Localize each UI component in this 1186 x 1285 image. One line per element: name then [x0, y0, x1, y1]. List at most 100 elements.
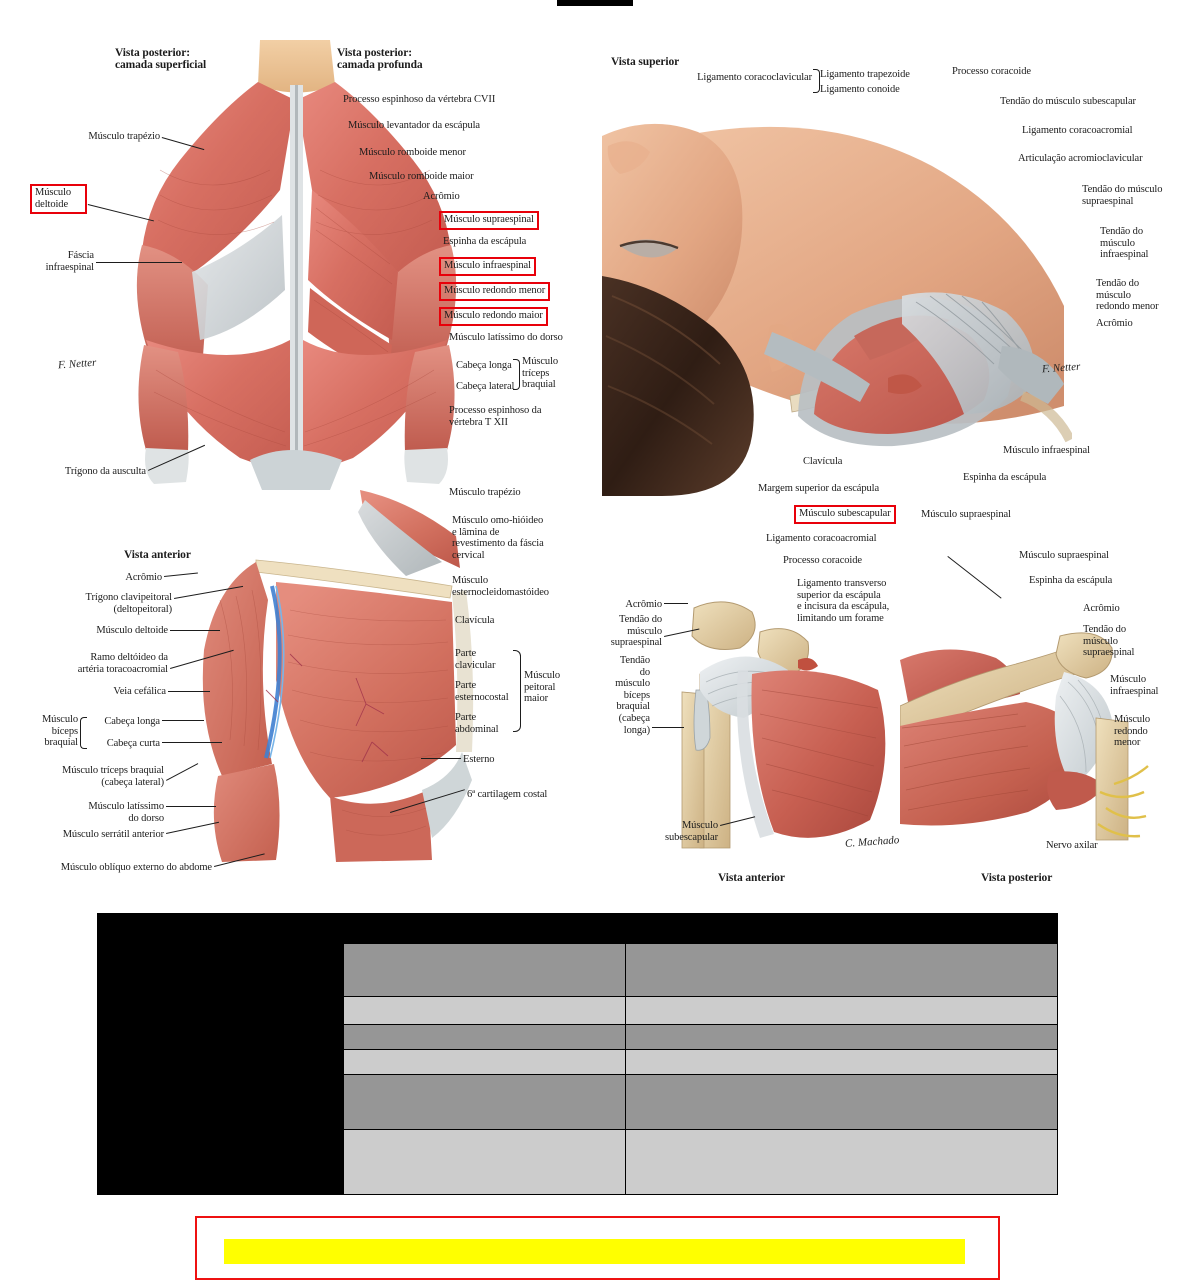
- leader-line: [664, 603, 688, 604]
- label-tendao-supraespinal-scapula-anterior: Tendão do músculo supraespinal: [610, 614, 662, 649]
- label-processo-espinhoso-txii: Processo espinhoso da vértebra T XII: [449, 405, 542, 428]
- label-musculo-triceps-braquial-posterior: Músculo tríceps braquial: [522, 356, 559, 391]
- label-tendao-musculo-redondo-menor-superior: Tendão do músculo redondo menor: [1096, 278, 1159, 313]
- label-veia-cefalica: Veia cefálica: [113, 686, 166, 697]
- top-redaction-bar: [557, 0, 633, 6]
- table-cell: [625, 1129, 1058, 1195]
- label-musculo-deltoide-anterior: Músculo deltoide: [96, 625, 168, 636]
- brace-coracoclavicular: [813, 69, 820, 93]
- label-ligamento-transverso-superior-escapula: Ligamento transverso superior da escápul…: [797, 578, 890, 624]
- table-row: [97, 1049, 1058, 1075]
- label-cabeca-lateral-posterior: Cabeça lateral: [456, 381, 515, 392]
- label-musculo-infraespinal-posterior: Músculo infraespinal: [439, 257, 536, 276]
- label-musculo-obliquo-externo-abdome: Músculo oblíquo externo do abdome: [60, 862, 212, 873]
- brace-biceps-anterior: [80, 717, 87, 749]
- label-musculo-subescapular-superior: Músculo subescapular: [794, 505, 896, 524]
- label-musculo-redondo-menor-posterior: Músculo redondo menor: [439, 282, 551, 301]
- table-row: [97, 1074, 1058, 1130]
- label-espinha-da-escapula-posterior: Espinha da escápula: [443, 236, 527, 247]
- label-articulacao-acromioclavicular: Articulação acromioclavicular: [1018, 153, 1143, 164]
- label-esterno: Esterno: [463, 754, 495, 765]
- label-parte-clavicular: Parte clavicular: [455, 648, 496, 671]
- label-acromio-superior: Acrômio: [1096, 318, 1133, 329]
- plate-anterior-title: Vista anterior: [124, 549, 191, 561]
- table-cell: [343, 1024, 626, 1050]
- label-tendao-musculo-infraespinal-superior: Tendão do músculo infraespinal: [1100, 226, 1149, 261]
- table-cell: [97, 1074, 344, 1130]
- label-musculo-supraespinal-scapula-posterior: Músculo supraespinal: [1019, 550, 1109, 561]
- table-cell: [625, 913, 1058, 944]
- leader-line: [96, 262, 182, 263]
- table-cell: [97, 1129, 344, 1195]
- label-musculo-deltoide-posterior: Músculo deltoide: [30, 184, 87, 215]
- anterior-chest-illustration: [160, 490, 490, 865]
- label-espinha-escapula-scapula-posterior: Espinha da escápula: [1029, 575, 1113, 586]
- label-musculo-omo-hioideo: Músculo omo-hióideo e lâmina de revestim…: [452, 515, 544, 561]
- table-cell: [625, 1074, 1058, 1130]
- label-musculo-supraespinal-superior: Músculo supraespinal: [921, 509, 1011, 520]
- leader-line: [166, 806, 216, 807]
- label-musculo-esternocleidomastoideo: Músculo esternocleidomastóideo: [452, 575, 549, 598]
- leader-line: [168, 691, 210, 692]
- label-parte-esternocostal: Parte esternocostal: [455, 680, 509, 703]
- caption-vista-anterior-scapula: Vista anterior: [718, 872, 785, 884]
- netter-signature-posterior: F. Netter: [57, 356, 97, 372]
- table-cell: [97, 1049, 344, 1075]
- label-processo-coracoide-superior: Processo coracoide: [952, 66, 1031, 77]
- label-nervo-axilar: Nervo axilar: [1046, 840, 1098, 851]
- label-musculo-romboide-menor: Músculo romboide menor: [359, 147, 466, 158]
- label-musculo-subescapular-scapula: Músculo subescapular: [664, 820, 718, 843]
- label-acromio-anterior: Acrômio: [125, 572, 162, 583]
- label-ligamento-trapezoide: Ligamento trapezoide: [820, 69, 910, 80]
- plate-superior-title: Vista superior: [611, 56, 680, 68]
- label-clavicula-superior: Clavícula: [803, 456, 843, 467]
- table-cell: [625, 1024, 1058, 1050]
- label-margem-superior-escapula: Margem superior da escápula: [758, 483, 880, 494]
- label-acromio-posterior: Acrômio: [423, 191, 460, 202]
- table-row: [97, 913, 1058, 944]
- brace-peitoral-maior: [513, 650, 521, 732]
- table-cell: [97, 996, 344, 1025]
- plate-posterior-title-deep: Vista posterior: camada profunda: [337, 47, 423, 71]
- label-clavicula-anterior: Clavícula: [455, 615, 495, 626]
- brace-triceps-posterior: [513, 359, 520, 390]
- table-cell: [343, 913, 626, 944]
- label-acromio-scapula-posterior: Acrômio: [1083, 603, 1120, 614]
- label-parte-abdominal: Parte abdominal: [455, 712, 499, 735]
- label-processo-coracoide-scapula: Processo coracoide: [783, 555, 862, 566]
- label-musculo-trapezio-anterior: Músculo trapézio: [449, 487, 521, 498]
- table-body: [97, 913, 1058, 1195]
- muscle-summary-table: [97, 913, 1058, 1195]
- table-cell: [97, 943, 344, 997]
- label-processo-espinhoso-cvii: Processo espinhoso da vértebra CVII: [343, 94, 496, 105]
- label-musculo-latissimo-anterior: Músculo latíssimo do dorso: [88, 801, 164, 824]
- label-tendao-musculo-subescapular: Tendão do músculo subescapular: [1000, 96, 1136, 107]
- label-trigono-da-ausculta: Trígono da ausculta: [64, 466, 146, 477]
- table-cell: [625, 943, 1058, 997]
- leader-line: [162, 742, 222, 743]
- leader-line: [170, 630, 220, 631]
- table-cell: [343, 996, 626, 1025]
- label-espinha-da-escapula-superior: Espinha da escápula: [963, 472, 1047, 483]
- leader-line: [421, 758, 461, 759]
- label-acromio-scapula-anterior: Acrômio: [625, 599, 662, 610]
- table-cell: [625, 1049, 1058, 1075]
- label-musculo-biceps-braquial-anterior: Músculo bíceps braquial: [41, 714, 78, 749]
- label-cabeca-longa-anterior: Cabeça longa: [104, 716, 160, 727]
- table-cell: [343, 1049, 626, 1075]
- leader-line: [162, 720, 204, 721]
- label-musculo-redondo-maior-posterior: Músculo redondo maior: [439, 307, 548, 326]
- superior-shoulder-illustration: [602, 96, 1072, 496]
- label-ligamento-coracoacromial-lower: Ligamento coracoacromial: [766, 533, 877, 544]
- label-musculo-serratil-anterior: Músculo serrátil anterior: [62, 829, 164, 840]
- label-musculo-levantador-escapula: Músculo levantador da escápula: [348, 120, 480, 131]
- label-musculo-redondo-menor-scapula-posterior: Músculo redondo menor: [1114, 714, 1151, 749]
- label-musculo-romboide-maior: Músculo romboide maior: [369, 171, 474, 182]
- scapula-posterior-illustration: [900, 586, 1150, 856]
- table-row: [97, 996, 1058, 1025]
- label-cabeca-longa-posterior: Cabeça longa: [456, 360, 512, 371]
- label-ramo-deltoideo-arteria: Ramo deltóideo da artéria toracoacromial: [77, 652, 168, 675]
- table-row: [97, 1024, 1058, 1050]
- label-cabeca-curta-anterior: Cabeça curta: [106, 738, 160, 749]
- table-cell: [625, 996, 1058, 1025]
